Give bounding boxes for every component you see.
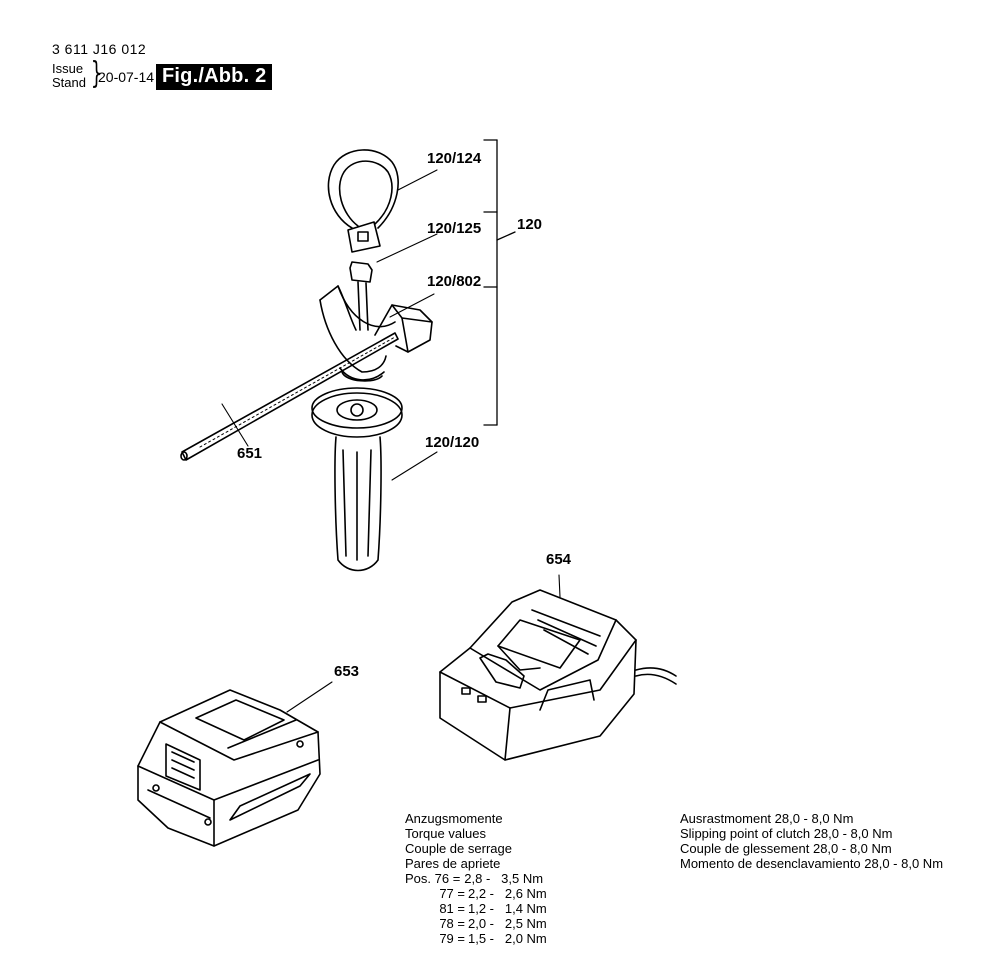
clamp-band-part — [327, 149, 399, 253]
issue-stand-labels: Issue Stand — [52, 62, 86, 90]
torque-row-value: 1,2 - 1,4 Nm — [468, 901, 547, 916]
torque-row: 77 = 2,2 - 2,6 Nm — [405, 886, 550, 901]
figure-label: Fig./Abb. 2 — [156, 64, 273, 90]
brace-glyph: } — [90, 56, 103, 91]
depth-rod-part — [180, 332, 399, 461]
document-number: 3 611 J16 012 — [52, 41, 147, 57]
torque-row: 79 = 1,5 - 2,0 Nm — [405, 931, 550, 946]
torque-row-label: 77 = — [439, 886, 465, 901]
callout-651: 651 — [237, 445, 263, 462]
torque-heading-de: Anzugsmomente — [405, 811, 503, 826]
torque-row-value: 2,8 - 3,5 Nm — [464, 871, 544, 886]
callout-120-802: 120/802 — [427, 273, 482, 290]
callout-654: 654 — [546, 551, 572, 568]
issue-date: 20-07-14 — [98, 69, 155, 85]
battery-part — [137, 689, 321, 847]
torque-row-label: Pos. 76 = — [405, 871, 461, 886]
charger-part — [439, 589, 677, 761]
clutch-line-es: Momento de desenclavamiento 28,0 - 8,0 N… — [680, 856, 944, 871]
leader-lines — [221, 169, 561, 713]
callout-120-125: 120/125 — [427, 220, 482, 237]
torque-row: Pos. 76 = 2,8 - 3,5 Nm — [405, 871, 550, 886]
issue-label: Issue — [52, 61, 84, 76]
torque-row: 81 = 1,2 - 1,4 Nm — [405, 901, 550, 916]
clutch-line-en: Slipping point of clutch 28,0 - 8,0 Nm — [680, 826, 893, 841]
callout-120-120: 120/120 — [425, 434, 480, 451]
group-120-bracket — [483, 139, 516, 426]
torque-row-value: 2,0 - 2,5 Nm — [468, 916, 547, 931]
torque-row-label: 81 = — [439, 901, 465, 916]
torque-values-block: Anzugsmomente Torque values Couple de se… — [405, 811, 550, 946]
torque-row: 78 = 2,0 - 2,5 Nm — [405, 916, 550, 931]
torque-heading-fr: Couple de serrage — [405, 841, 512, 856]
torque-row-label: 79 = — [439, 931, 465, 946]
clutch-line-fr: Couple de glessement 28,0 - 8,0 Nm — [680, 841, 892, 856]
torque-row-label: 78 = — [439, 916, 465, 931]
torque-heading-en: Torque values — [405, 826, 486, 841]
torque-row-value: 2,2 - 2,6 Nm — [468, 886, 547, 901]
torque-heading-es: Pares de apriete — [405, 856, 501, 871]
callout-653: 653 — [334, 663, 360, 680]
clutch-values-block: Ausrastmoment 28,0 - 8,0 Nm Slipping poi… — [680, 811, 943, 871]
callout-120: 120 — [517, 216, 543, 233]
handle-part — [311, 387, 403, 572]
clutch-line-de: Ausrastmoment 28,0 - 8,0 Nm — [680, 811, 854, 826]
callout-120-124: 120/124 — [427, 150, 482, 167]
nut-part — [349, 261, 373, 283]
torque-row-value: 1,5 - 2,0 Nm — [468, 931, 547, 946]
clamp-body-part — [319, 281, 433, 382]
stand-label: Stand — [52, 75, 86, 90]
